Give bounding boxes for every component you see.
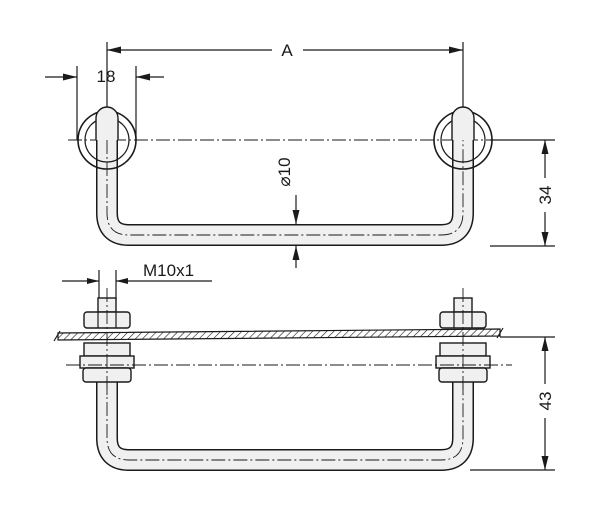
dimension-a: A [107, 41, 463, 60]
dimension-a-label: A [281, 41, 293, 60]
bottom-view: M10x1 [53, 261, 555, 471]
dimension-34-label: 34 [536, 186, 555, 205]
top-handle-tube [96, 140, 474, 246]
left-mounting-ring [77, 106, 137, 170]
dimension-34: 34 [490, 139, 555, 247]
dimension-43-label: 43 [536, 392, 555, 411]
dimension-diameter-10-label: ⌀10 [275, 157, 294, 186]
dimension-diameter-10: ⌀10 [275, 157, 300, 268]
mounting-plate [53, 327, 504, 342]
dimension-18: 18 [45, 66, 164, 140]
bottom-handle-tube [96, 380, 474, 471]
dimension-43: 43 [470, 336, 555, 471]
top-view: A 18 [45, 41, 555, 268]
right-mounting-ring [433, 106, 493, 170]
dimension-m10x1-label: M10x1 [143, 261, 194, 280]
dimension-m10x1: M10x1 [62, 261, 212, 300]
dimension-18-label: 18 [97, 67, 116, 86]
